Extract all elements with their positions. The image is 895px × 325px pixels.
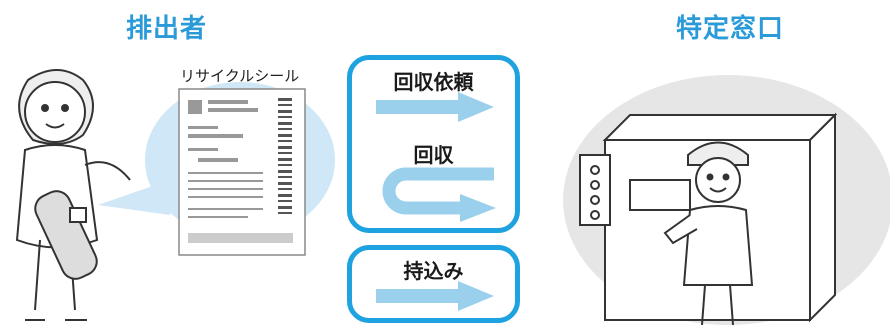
left-title: 排出者 <box>126 14 208 44</box>
collect-return-arrow <box>382 167 496 222</box>
bubble-pointer <box>98 180 170 215</box>
woman-icon <box>15 69 131 321</box>
right-title: 特定窓口 <box>676 14 785 44</box>
request-label: 回収依頼 <box>393 70 474 94</box>
worker-icon <box>663 141 754 325</box>
sticker-label: リサイクルシール <box>180 67 300 85</box>
collect-label: 回収 <box>413 143 454 167</box>
recycle-sticker-card <box>178 88 306 256</box>
bring-in-box <box>347 245 520 323</box>
request-arrow <box>376 92 494 122</box>
bring-in-arrow <box>376 281 494 311</box>
designated-window-illustration <box>563 75 890 325</box>
bring-in-label: 持込み <box>403 259 464 283</box>
